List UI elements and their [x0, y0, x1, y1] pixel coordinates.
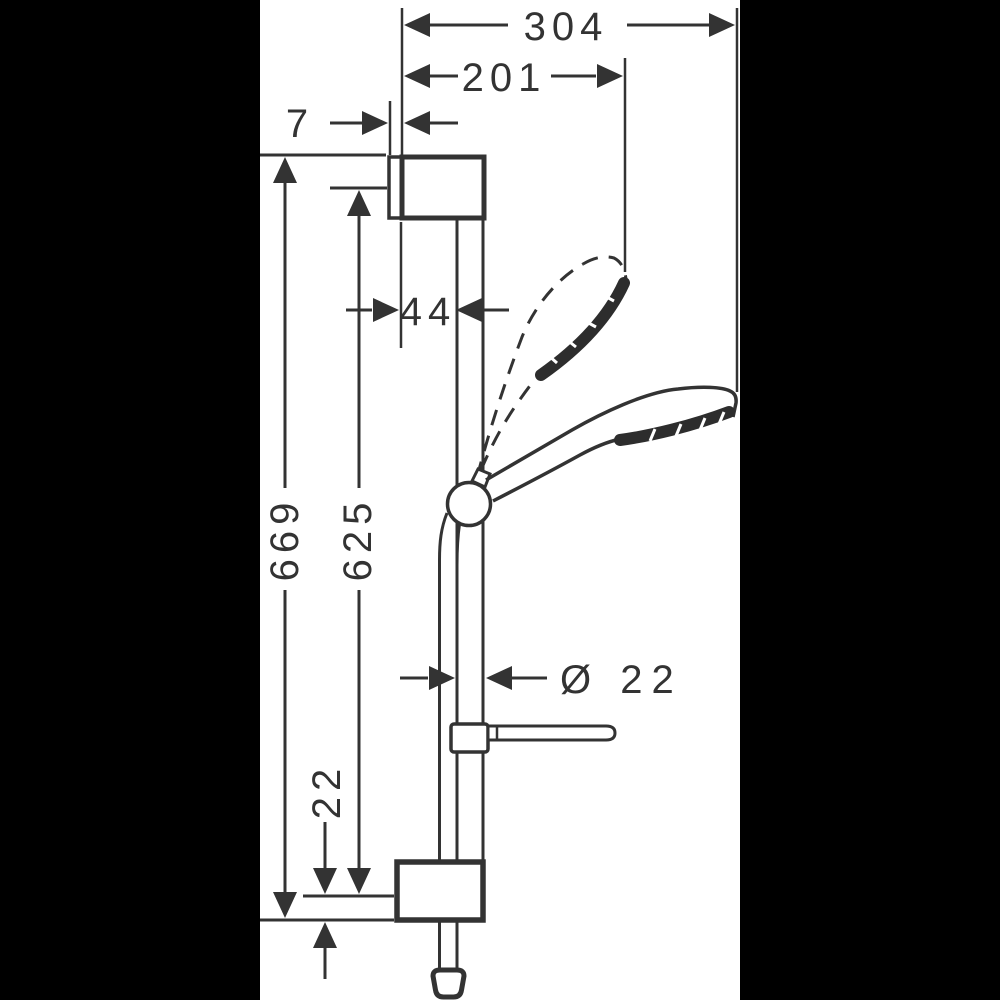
dim-625-arrow-top — [347, 190, 371, 216]
dim-625-arrow-bottom — [347, 868, 371, 894]
handshower — [485, 385, 738, 503]
dim-44-label: 44 — [400, 290, 457, 334]
nozzle-marks — [648, 411, 726, 442]
soap-dish-clamp — [449, 722, 490, 754]
dim-d22-label: Ø 22 — [560, 658, 683, 702]
drawing-area — [260, 0, 740, 1000]
handshower-bottom-outline — [492, 437, 621, 503]
top-bracket-body — [399, 154, 487, 221]
dim-d22-arrow-right — [486, 666, 512, 690]
top-wall-bracket — [387, 154, 487, 221]
dim-d22-arrow-left — [429, 666, 455, 690]
shower-hose — [438, 512, 449, 970]
dim-201-arrow-left — [404, 64, 430, 88]
handshower-top-outline — [485, 385, 738, 482]
dim-304-arrow-right — [709, 13, 735, 37]
dim-7-arrow-right — [404, 111, 430, 135]
dimension-625: 625 — [303, 186, 394, 898]
dim-304-arrow-left — [404, 13, 430, 37]
dim-625-label: 625 — [336, 497, 380, 582]
hose-fitting — [430, 967, 467, 1000]
dimension-diameter-22: Ø 22 — [400, 658, 683, 702]
dimension-22: 22 — [305, 763, 349, 979]
soap-dish-tray — [486, 724, 617, 742]
raised-spray-face — [535, 277, 630, 381]
raised-head-cap — [582, 255, 628, 280]
dim-669-arrow-bottom — [273, 892, 297, 918]
dim-669-label: 669 — [263, 497, 307, 582]
dim-22-arrow-down — [313, 868, 337, 894]
dimensions: 304 201 7 — [260, 5, 739, 979]
dim-44-arrow-left — [373, 298, 399, 322]
dim-7-arrow-left — [362, 111, 388, 135]
dim-44-arrow-right — [456, 298, 482, 322]
dim-201-label: 201 — [462, 56, 547, 100]
spray-face — [614, 406, 735, 446]
dimension-201: 201 — [404, 56, 623, 100]
raised-front-outline — [479, 377, 538, 471]
shower-hose-inner — [455, 523, 461, 970]
dimension-304: 304 — [404, 5, 735, 49]
dim-201-arrow-right — [597, 64, 623, 88]
dim-669-arrow-top — [273, 157, 297, 183]
product-outline — [387, 154, 738, 1000]
dim-22-label: 22 — [305, 763, 349, 820]
raised-nozzle-marks — [547, 293, 615, 365]
dim-22-arrow-up — [313, 922, 337, 948]
handshower-raised — [475, 255, 630, 478]
holder-ball — [445, 480, 493, 528]
raised-back-outline — [475, 262, 584, 478]
dimension-7: 7 — [286, 102, 458, 146]
dim-304-label: 304 — [524, 5, 609, 49]
dimension-44: 44 — [346, 290, 509, 334]
soap-dish — [449, 722, 617, 754]
bottom-wall-bracket — [394, 859, 486, 923]
dim-7-label: 7 — [286, 102, 314, 146]
dimension-669: 669 — [260, 153, 394, 922]
